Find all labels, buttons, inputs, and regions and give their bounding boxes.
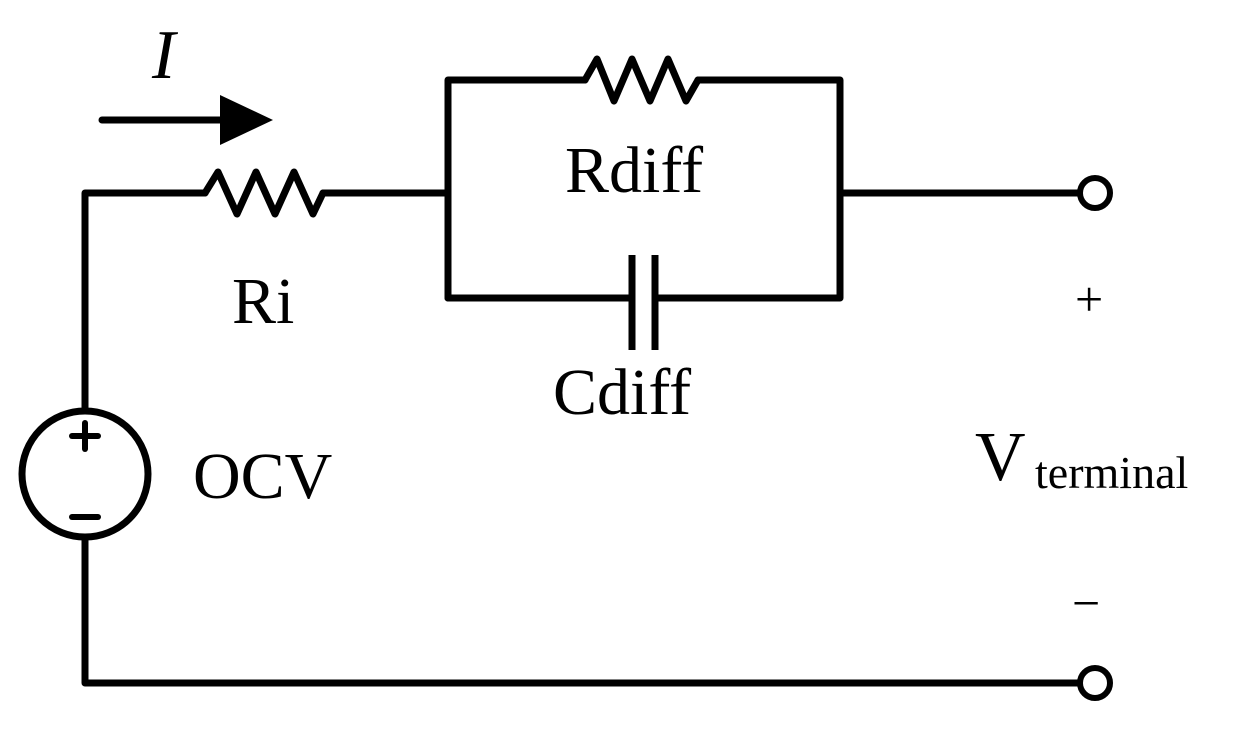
rdiff-label: Rdiff <box>565 134 703 207</box>
resistor-rdiff <box>581 55 702 105</box>
resistor-ri <box>201 168 327 218</box>
v-terminal-main-label: V <box>975 419 1026 496</box>
terminal-minus-label: − <box>1072 575 1100 631</box>
wire-bottom <box>81 534 1084 687</box>
v-terminal-sub-label: terminal <box>1035 447 1188 498</box>
wire-parallel-left <box>444 76 589 302</box>
current-label: I <box>151 17 179 94</box>
capacitor-cdiff <box>628 255 659 350</box>
cdiff-label: Cdiff <box>553 356 691 429</box>
terminal-positive-icon <box>1077 175 1113 211</box>
ri-label: Ri <box>232 265 294 338</box>
ocv-label: OCV <box>193 440 332 513</box>
current-arrow <box>98 95 273 145</box>
dc-voltage-source-icon <box>18 407 152 541</box>
arrow-head <box>220 95 273 145</box>
wire-left-top <box>81 189 209 414</box>
wire-parallel-right <box>651 76 844 302</box>
terminal-negative-icon <box>1077 665 1113 701</box>
source-circle <box>18 407 152 541</box>
terminal-plus-label: + <box>1075 271 1103 327</box>
